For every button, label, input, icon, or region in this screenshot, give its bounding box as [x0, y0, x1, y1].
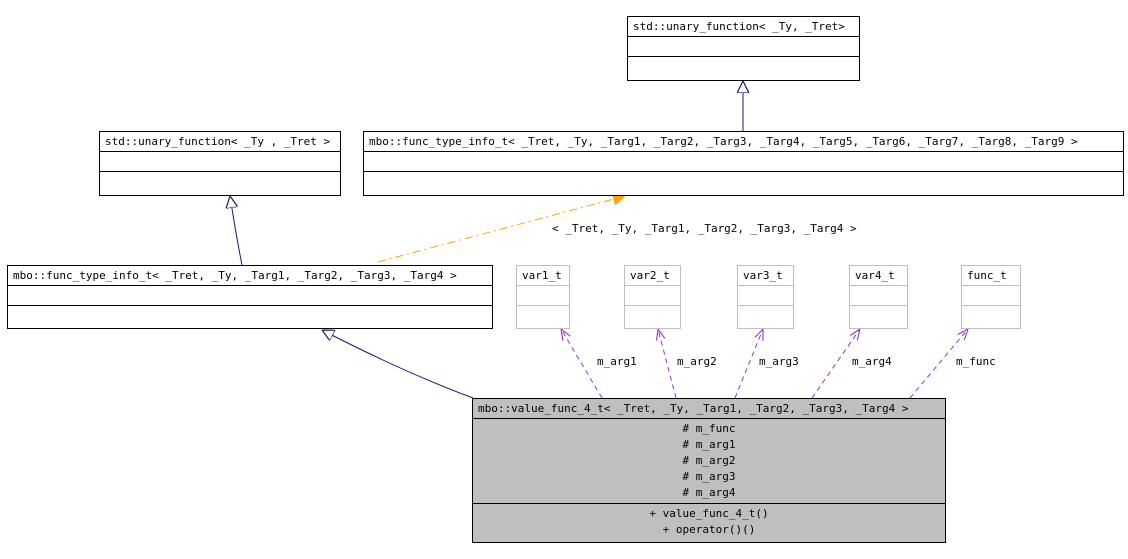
operations-section	[850, 306, 907, 326]
usage-edge-m_func	[909, 329, 968, 399]
operations-section: + value_func_4_t() + operator()()	[473, 504, 945, 540]
operations-section	[738, 306, 793, 326]
class-func-type-info-9[interactable]: mbo::func_type_info_t< _Tret, _Ty, _Targ…	[363, 131, 1124, 196]
attributes-section	[850, 286, 907, 306]
edge-label-m_arg4: m_arg4	[852, 355, 892, 368]
class-title: var4_t	[850, 266, 907, 286]
class-var4-t[interactable]: var4_t	[849, 265, 908, 329]
attribute-m_arg3: # m_arg3	[682, 470, 736, 483]
usage-edge-m_arg1	[561, 329, 603, 399]
operations-section	[628, 57, 859, 77]
class-var3-t[interactable]: var3_t	[737, 265, 794, 329]
class-var2-t[interactable]: var2_t	[624, 265, 681, 329]
operations-section	[364, 172, 1123, 192]
class-title: std::unary_function< _Ty , _Tret >	[100, 132, 340, 152]
class-title: mbo::func_type_info_t< _Tret, _Ty, _Targ…	[364, 132, 1123, 152]
attributes-section	[962, 286, 1020, 306]
inheritance-edge-bottom	[322, 330, 474, 399]
class-title: var1_t	[517, 266, 569, 286]
operations-section	[8, 306, 492, 326]
edge-label-m_arg2: m_arg2	[677, 355, 717, 368]
class-title: func_t	[962, 266, 1020, 286]
attributes-section	[628, 37, 859, 57]
edge-label-m_func: m_func	[956, 355, 996, 368]
operations-section	[625, 306, 680, 326]
class-unary-function-top[interactable]: std::unary_function< _Ty, _Tret>	[627, 16, 860, 81]
class-title: var3_t	[738, 266, 793, 286]
operation-constructor: + value_func_4_t()	[649, 507, 769, 520]
template-edge	[377, 196, 625, 263]
class-var1-t[interactable]: var1_t	[516, 265, 570, 329]
operations-section	[962, 306, 1020, 326]
edge-label-m_arg1: m_arg1	[597, 355, 637, 368]
operation-call: + operator()()	[662, 523, 756, 536]
edge-label-m_arg3: m_arg3	[759, 355, 799, 368]
usage-edge-m_arg2	[658, 329, 677, 399]
inheritance-edge-left	[230, 196, 243, 266]
usage-edge-m_arg3	[734, 329, 763, 399]
class-func-type-info-4[interactable]: mbo::func_type_info_t< _Tret, _Ty, _Targ…	[7, 265, 493, 329]
attributes-section	[625, 286, 680, 306]
class-title: var2_t	[625, 266, 680, 286]
attributes-section	[100, 152, 340, 172]
operations-section	[517, 306, 569, 326]
attribute-m_func: # m_func	[682, 422, 736, 435]
attribute-m_arg4: # m_arg4	[682, 486, 736, 499]
attributes-section	[738, 286, 793, 306]
attributes-section	[8, 286, 492, 306]
class-title: mbo::func_type_info_t< _Tret, _Ty, _Targ…	[8, 266, 492, 286]
operations-section	[100, 172, 340, 192]
class-unary-function-left[interactable]: std::unary_function< _Ty , _Tret >	[99, 131, 341, 196]
attribute-m_arg1: # m_arg1	[682, 438, 736, 451]
template-binding-label: < _Tret, _Ty, _Targ1, _Targ2, _Targ3, _T…	[552, 222, 857, 235]
attributes-section	[517, 286, 569, 306]
class-title: std::unary_function< _Ty, _Tret>	[628, 17, 859, 37]
attributes-section	[364, 152, 1123, 172]
class-value-func-4[interactable]: mbo::value_func_4_t< _Tret, _Ty, _Targ1,…	[472, 398, 946, 543]
attribute-m_arg2: # m_arg2	[682, 454, 736, 467]
class-title: mbo::value_func_4_t< _Tret, _Ty, _Targ1,…	[473, 399, 945, 419]
attributes-section: # m_func # m_arg1 # m_arg2 # m_arg3 # m_…	[473, 419, 945, 504]
class-func-t[interactable]: func_t	[961, 265, 1021, 329]
